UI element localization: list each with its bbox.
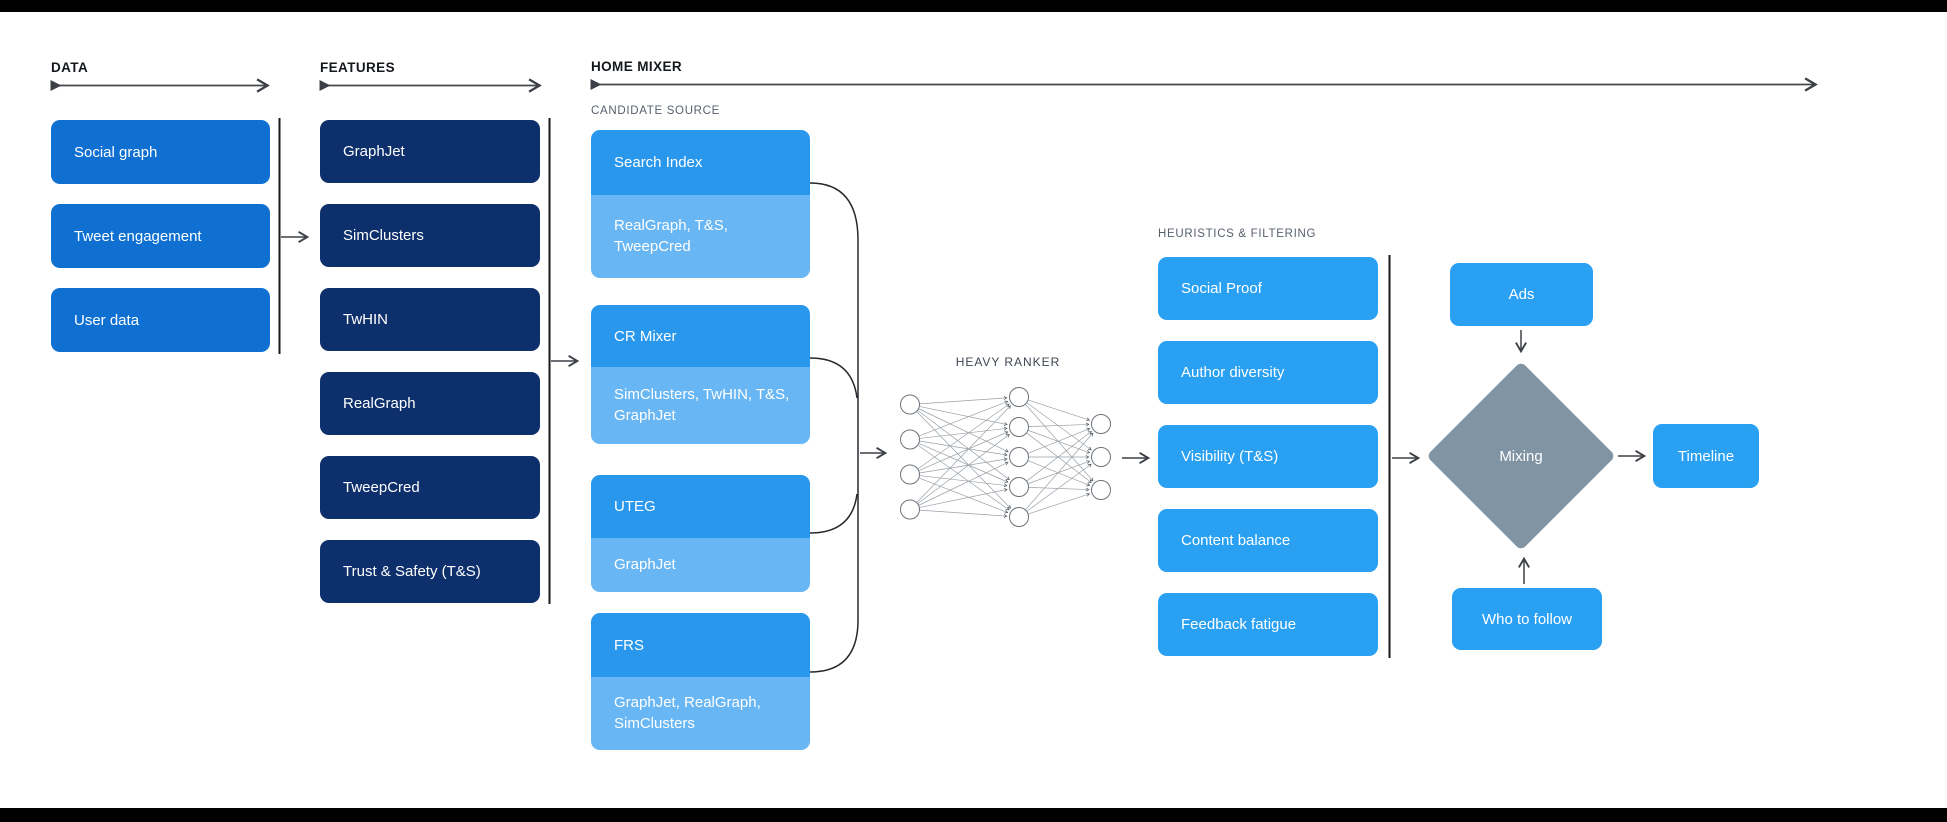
filter-box-author-diversity: Author diversity (1158, 341, 1378, 404)
candidate-box-frs: FRS GraphJet, RealGraph, SimClusters (591, 613, 810, 750)
candidate-sources: GraphJet (591, 538, 810, 592)
section-header-arrows (50, 77, 1818, 93)
candidate-title: CR Mixer (591, 305, 810, 367)
heavy-ranker-label: HEAVY RANKER (955, 355, 1061, 369)
features-section-label: FEATURES (320, 60, 395, 75)
feature-box-graphjet: GraphJet (320, 120, 540, 183)
candidate-sources: GraphJet, RealGraph, SimClusters (591, 677, 810, 750)
feature-box-tweepcred: TweepCred (320, 456, 540, 519)
candidate-box-uteg: UTEG GraphJet (591, 475, 810, 592)
data-box-social-graph: Social graph (51, 120, 270, 184)
candidate-source-label: CANDIDATE SOURCE (591, 105, 721, 117)
data-box-user-data: User data (51, 288, 270, 352)
candidate-box-cr-mixer: CR Mixer SimClusters, TwHIN, T&S, GraphJ… (591, 305, 810, 444)
filter-box-social-proof: Social Proof (1158, 257, 1378, 320)
candidate-title: Search Index (591, 130, 810, 195)
candidate-box-search-index: Search Index RealGraph, T&S, TweepCred (591, 130, 810, 278)
timeline-box: Timeline (1653, 424, 1759, 488)
feature-box-realgraph: RealGraph (320, 372, 540, 435)
candidate-merge-curves (809, 182, 859, 673)
top-frame-bar (0, 0, 1947, 12)
candidate-title: UTEG (591, 475, 810, 538)
who-to-follow-box: Who to follow (1452, 588, 1602, 650)
feature-box-twhin: TwHIN (320, 288, 540, 351)
feature-box-trust-safety: Trust & Safety (T&S) (320, 540, 540, 603)
heavy-ranker-network (900, 387, 1111, 527)
mixing-diamond-label: Mixing (1499, 447, 1543, 465)
filter-box-content-balance: Content balance (1158, 509, 1378, 572)
bottom-frame-bar (0, 808, 1947, 822)
candidate-sources: SimClusters, TwHIN, T&S, GraphJet (591, 367, 810, 444)
ads-box: Ads (1450, 263, 1593, 326)
home-mixer-section-label: HOME MIXER (591, 59, 683, 74)
heuristics-filtering-label: HEURISTICS & FILTERING (1158, 228, 1317, 240)
data-box-tweet-engagement: Tweet engagement (51, 204, 270, 268)
data-section-label: DATA (51, 60, 89, 75)
filter-box-feedback-fatigue: Feedback fatigue (1158, 593, 1378, 656)
candidate-title: FRS (591, 613, 810, 677)
candidate-sources: RealGraph, T&S, TweepCred (591, 195, 810, 278)
feature-box-simclusters: SimClusters (320, 204, 540, 267)
filter-box-visibility: Visibility (T&S) (1158, 425, 1378, 488)
